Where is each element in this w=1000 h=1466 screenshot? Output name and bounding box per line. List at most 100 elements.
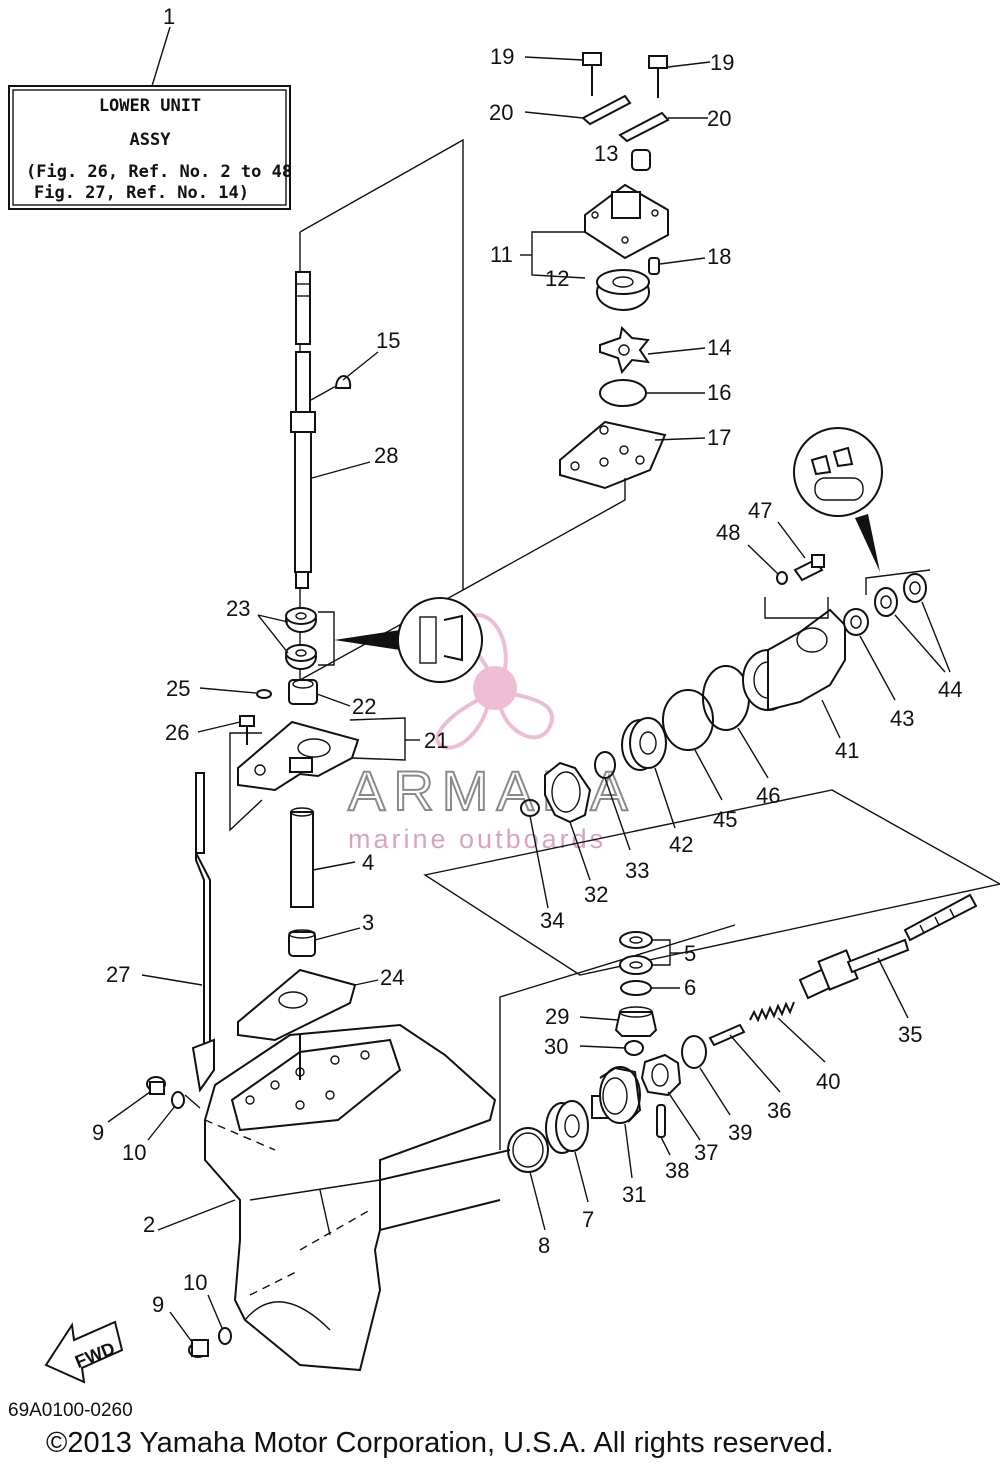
- bearing-23-lower: [285, 644, 317, 670]
- bolt-19-left: [582, 52, 602, 96]
- assembly-reference-2: Fig. 27, Ref. No. 14): [34, 183, 249, 203]
- assembly-subtitle: ASSY: [130, 130, 172, 150]
- callout-35: 35: [898, 1022, 922, 1047]
- assembly-reference-1: (Fig. 26, Ref. No. 2 to 48: [26, 162, 292, 182]
- callout-46: 46: [756, 783, 780, 808]
- nut-30: [624, 1040, 644, 1056]
- callout-15: 15: [376, 328, 400, 353]
- callout-32: 32: [584, 882, 608, 907]
- grease-detail-inset-2: [793, 427, 883, 517]
- callout-7: 7: [582, 1207, 594, 1232]
- callout-44: 44: [938, 677, 962, 702]
- insert-cartridge-12: [596, 269, 650, 311]
- callout-6: 6: [684, 975, 696, 1000]
- propeller-shaft-housing-41: [742, 608, 846, 712]
- shift-rod-27: [191, 772, 215, 1093]
- spring-40: [749, 1001, 795, 1023]
- assembly-box: LOWER UNIT ASSY (Fig. 26, Ref. No. 2 to …: [8, 85, 292, 210]
- callout-37: 37: [694, 1140, 718, 1165]
- callout-17: 17: [707, 425, 731, 450]
- callout-31: 31: [622, 1182, 646, 1207]
- propeller-shaft-35: [798, 893, 978, 1000]
- pinion-gear-32: [544, 761, 592, 824]
- bearing-42: [621, 717, 667, 771]
- shim-8: [507, 1127, 549, 1173]
- callout-20b: 20: [707, 106, 731, 131]
- callout-27: 27: [106, 962, 130, 987]
- callout-5: 5: [684, 941, 696, 966]
- drawing-code: 69A0100-0260: [8, 1400, 133, 1421]
- shim-6: [620, 980, 652, 996]
- water-tube-4: [290, 807, 314, 908]
- drive-shaft-28: [290, 271, 316, 589]
- pinion-29: [614, 1006, 658, 1037]
- callout-36: 36: [767, 1098, 791, 1123]
- plate-20-right: [618, 111, 670, 143]
- bolt-19-right: [648, 55, 668, 98]
- callout-39: 39: [728, 1120, 752, 1145]
- callout-19a: 19: [490, 44, 514, 69]
- callout-19b: 19: [710, 50, 734, 75]
- washer-10-upper: [171, 1091, 185, 1109]
- callout-48: 48: [716, 520, 740, 545]
- callout-10b: 10: [183, 1270, 207, 1295]
- callout-8: 8: [538, 1233, 550, 1258]
- callout-34: 34: [540, 908, 564, 933]
- bearing-7: [545, 1100, 589, 1154]
- outer-plate-gasket-17: [559, 420, 667, 490]
- o-ring-45: [662, 689, 714, 751]
- watermark-tagline: marine outboards: [348, 824, 606, 854]
- callout-11: 11: [490, 242, 513, 267]
- callout-13: 13: [594, 141, 618, 166]
- forward-direction-arrow-icon: FWD: [44, 1320, 124, 1384]
- callout-26: 26: [165, 720, 189, 745]
- callout-20a: 20: [489, 100, 513, 125]
- grease-detail-inset: [397, 597, 483, 683]
- callout-29: 29: [545, 1004, 569, 1029]
- watermark-brand: ARMADA: [348, 759, 636, 822]
- oil-seal-43: [843, 608, 869, 636]
- washer-10-lower: [218, 1327, 232, 1345]
- callout-12: 12: [545, 266, 569, 291]
- seal-25: [256, 689, 272, 699]
- plate-20-left: [581, 94, 632, 126]
- callout-45: 45: [713, 807, 737, 832]
- grommet-13: [631, 149, 651, 171]
- callout-47: 47: [748, 498, 772, 523]
- armada-watermark: ARMADA marine outboards: [347, 613, 636, 854]
- callout-10a: 10: [122, 1140, 146, 1165]
- forward-gear-31: [591, 1066, 642, 1124]
- pin-38: [656, 1104, 666, 1138]
- callout-2: 2: [143, 1212, 155, 1237]
- callout-22: 22: [352, 694, 376, 719]
- dowel-pin-18: [648, 257, 660, 275]
- callout-24: 24: [380, 965, 404, 990]
- o-ring-16: [599, 379, 647, 407]
- copyright-notice: ©2013 Yamaha Motor Corporation, U.S.A. A…: [46, 1427, 834, 1459]
- callout-16: 16: [707, 380, 731, 405]
- callout-3: 3: [362, 910, 374, 935]
- gasket-24: [237, 968, 357, 1042]
- shift-plunger-36: [708, 1023, 746, 1047]
- callout-4: 4: [362, 850, 374, 875]
- o-ring-46: [702, 665, 750, 731]
- callout-41: 41: [835, 738, 859, 763]
- seal-3: [288, 929, 316, 957]
- callout-23: 23: [226, 596, 250, 621]
- oil-seal-44-pair: [874, 573, 927, 617]
- bolt-47: [793, 554, 825, 582]
- bearing-5-pair: [619, 931, 653, 975]
- callout-14: 14: [707, 335, 731, 360]
- housing-21: [237, 720, 360, 792]
- lower-case-2: [204, 1023, 497, 1372]
- assembly-title: LOWER UNIT: [99, 96, 201, 116]
- washer-48: [776, 571, 788, 585]
- callout-21: 21: [424, 728, 448, 753]
- dog-clutch-37: [640, 1053, 682, 1097]
- bolt-26: [239, 715, 255, 745]
- woodruff-key-15: [334, 375, 352, 389]
- callout-43: 43: [890, 706, 914, 731]
- screw-9-lower: [188, 1339, 209, 1358]
- callout-28: 28: [374, 443, 398, 468]
- sleeve-22: [288, 679, 318, 705]
